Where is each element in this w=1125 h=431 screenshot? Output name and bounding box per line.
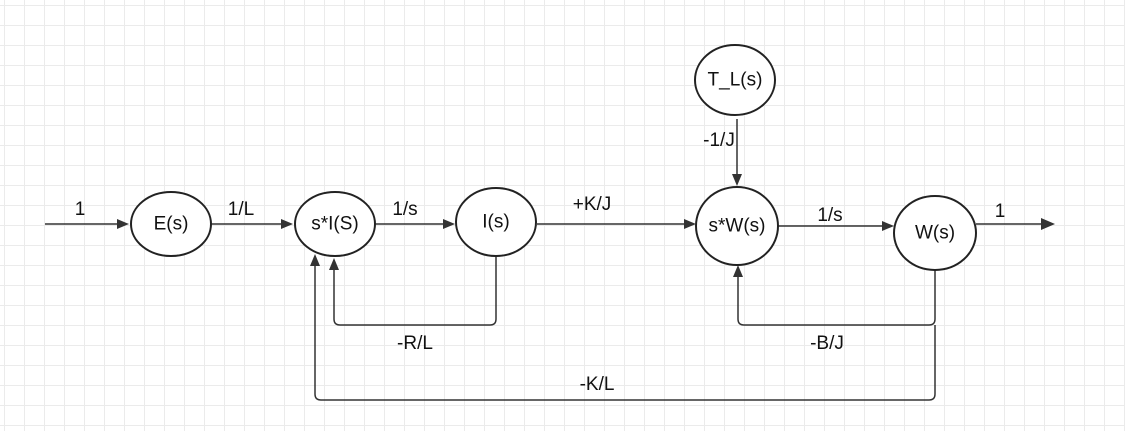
gain-tl-to-sw: -1/J [703,130,735,151]
node-e-circle [130,191,212,257]
node-tl[interactable]: T_L(s) [694,44,776,116]
node-si-label: s*I(S) [311,214,359,235]
node-si[interactable]: s*I(S) [294,191,376,257]
arrowhead-i-to-sw [684,219,696,229]
node-sw[interactable]: s*W(s) [695,186,779,266]
edge-i-feedback [333,256,497,326]
gain-sw-to-w: 1/s [817,205,842,226]
gain-e-to-si: 1/L [228,199,254,220]
node-tl-circle [694,44,776,116]
gain-w-feedback: -B/J [810,333,844,354]
arrowhead-si-to-i [443,219,455,229]
gain-w-to-si: -K/L [580,374,615,395]
node-i-circle [455,187,537,257]
arrowhead-w-to-si [310,254,320,266]
node-sw-label: s*W(s) [709,216,766,237]
arrowhead-i-feedback [329,258,339,270]
gain-labels: 1 1/L 1/s +K/J -1/J 1/s 1 -R/L -B/J -K/L [75,130,1006,395]
node-e[interactable]: E(s) [130,191,212,257]
edge-w-to-si [314,264,936,401]
edge-w-feedback [737,270,936,326]
node-i[interactable]: I(s) [455,187,537,257]
node-w-circle [893,195,977,271]
arrowhead-output [1041,218,1055,230]
gain-output: 1 [995,201,1006,222]
arrowhead-input [117,219,129,229]
node-e-label: E(s) [154,214,189,235]
node-i-label: I(s) [482,212,509,233]
node-sw-circle [695,186,779,266]
edges [45,119,1055,401]
arrowhead-w-feedback [733,265,743,277]
arrowhead-tl-to-sw [732,174,742,186]
gain-si-to-i: 1/s [392,199,417,220]
arrowhead-e-to-si [281,219,293,229]
node-si-circle [294,191,376,257]
arrowhead-sw-to-w [882,221,894,231]
node-w[interactable]: W(s) [893,195,977,271]
gain-i-to-sw: +K/J [573,194,612,215]
gain-input: 1 [75,199,86,220]
node-tl-label: T_L(s) [708,70,763,91]
node-w-label: W(s) [915,223,955,244]
gain-i-feedback: -R/L [397,333,433,354]
